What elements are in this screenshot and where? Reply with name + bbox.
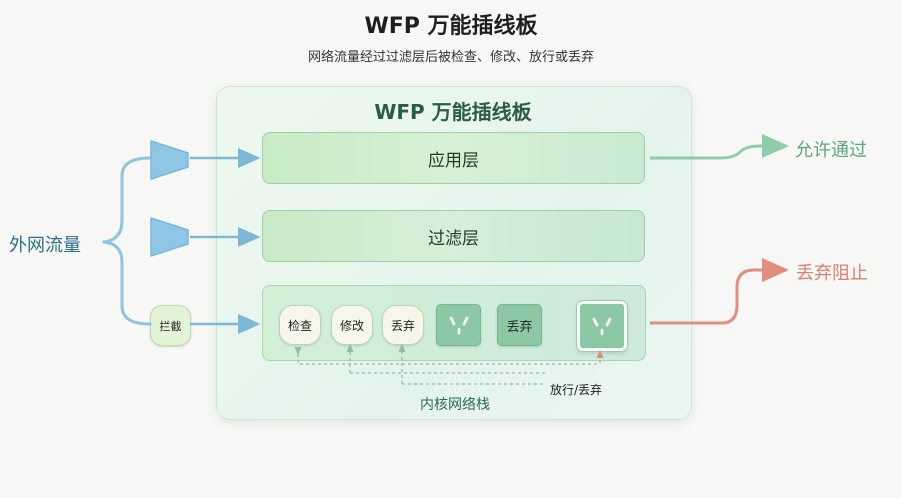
filter-layer-label: 过滤层 xyxy=(428,228,479,249)
drop-tile: 丢弃 xyxy=(497,304,542,346)
inspect-plug-label: 检查 xyxy=(287,318,312,333)
page-title: WFP 万能插线板 xyxy=(364,14,538,39)
dashed-feedback-lines xyxy=(294,343,604,385)
application-layer-label: 应用层 xyxy=(428,150,479,171)
drop-tile-label: 丢弃 xyxy=(506,319,533,335)
socket-icon xyxy=(436,304,481,346)
intercept-badge: 拦截 xyxy=(150,305,191,346)
allow-arrow xyxy=(650,134,789,160)
drop-plug: 丢弃 xyxy=(382,305,424,345)
drop-block-label: 丢弃阻止 xyxy=(796,263,868,284)
intercept-label: 拦截 xyxy=(159,319,182,333)
drop-arrow xyxy=(650,258,789,325)
allow-label: 允许通过 xyxy=(795,140,867,161)
panel-title: WFP 万能插线板 xyxy=(374,100,532,124)
socket-glyph-icon xyxy=(592,317,612,336)
socket-glyph-icon xyxy=(449,316,468,335)
inspect-plug: 检查 xyxy=(279,305,321,345)
page-subtitle: 网络流量经过过滤层后被检查、修改、放行或丢弃 xyxy=(307,50,594,65)
kernel-stack-label: 内核网络栈 xyxy=(420,397,490,413)
modify-plug-label: 修改 xyxy=(339,318,364,333)
traffic-brace xyxy=(102,156,152,326)
funnel-icon-middle xyxy=(150,217,189,257)
release-drop-label: 放行/丢弃 xyxy=(550,383,603,397)
filter-layer: 过滤层 xyxy=(262,210,645,262)
output-socket-icon xyxy=(577,301,627,351)
funnel-icon-top xyxy=(150,140,189,180)
application-layer: 应用层 xyxy=(262,132,645,184)
external-traffic-label: 外网流量 xyxy=(9,235,81,256)
modify-plug: 修改 xyxy=(331,305,373,345)
drop-plug-label: 丢弃 xyxy=(390,318,415,333)
